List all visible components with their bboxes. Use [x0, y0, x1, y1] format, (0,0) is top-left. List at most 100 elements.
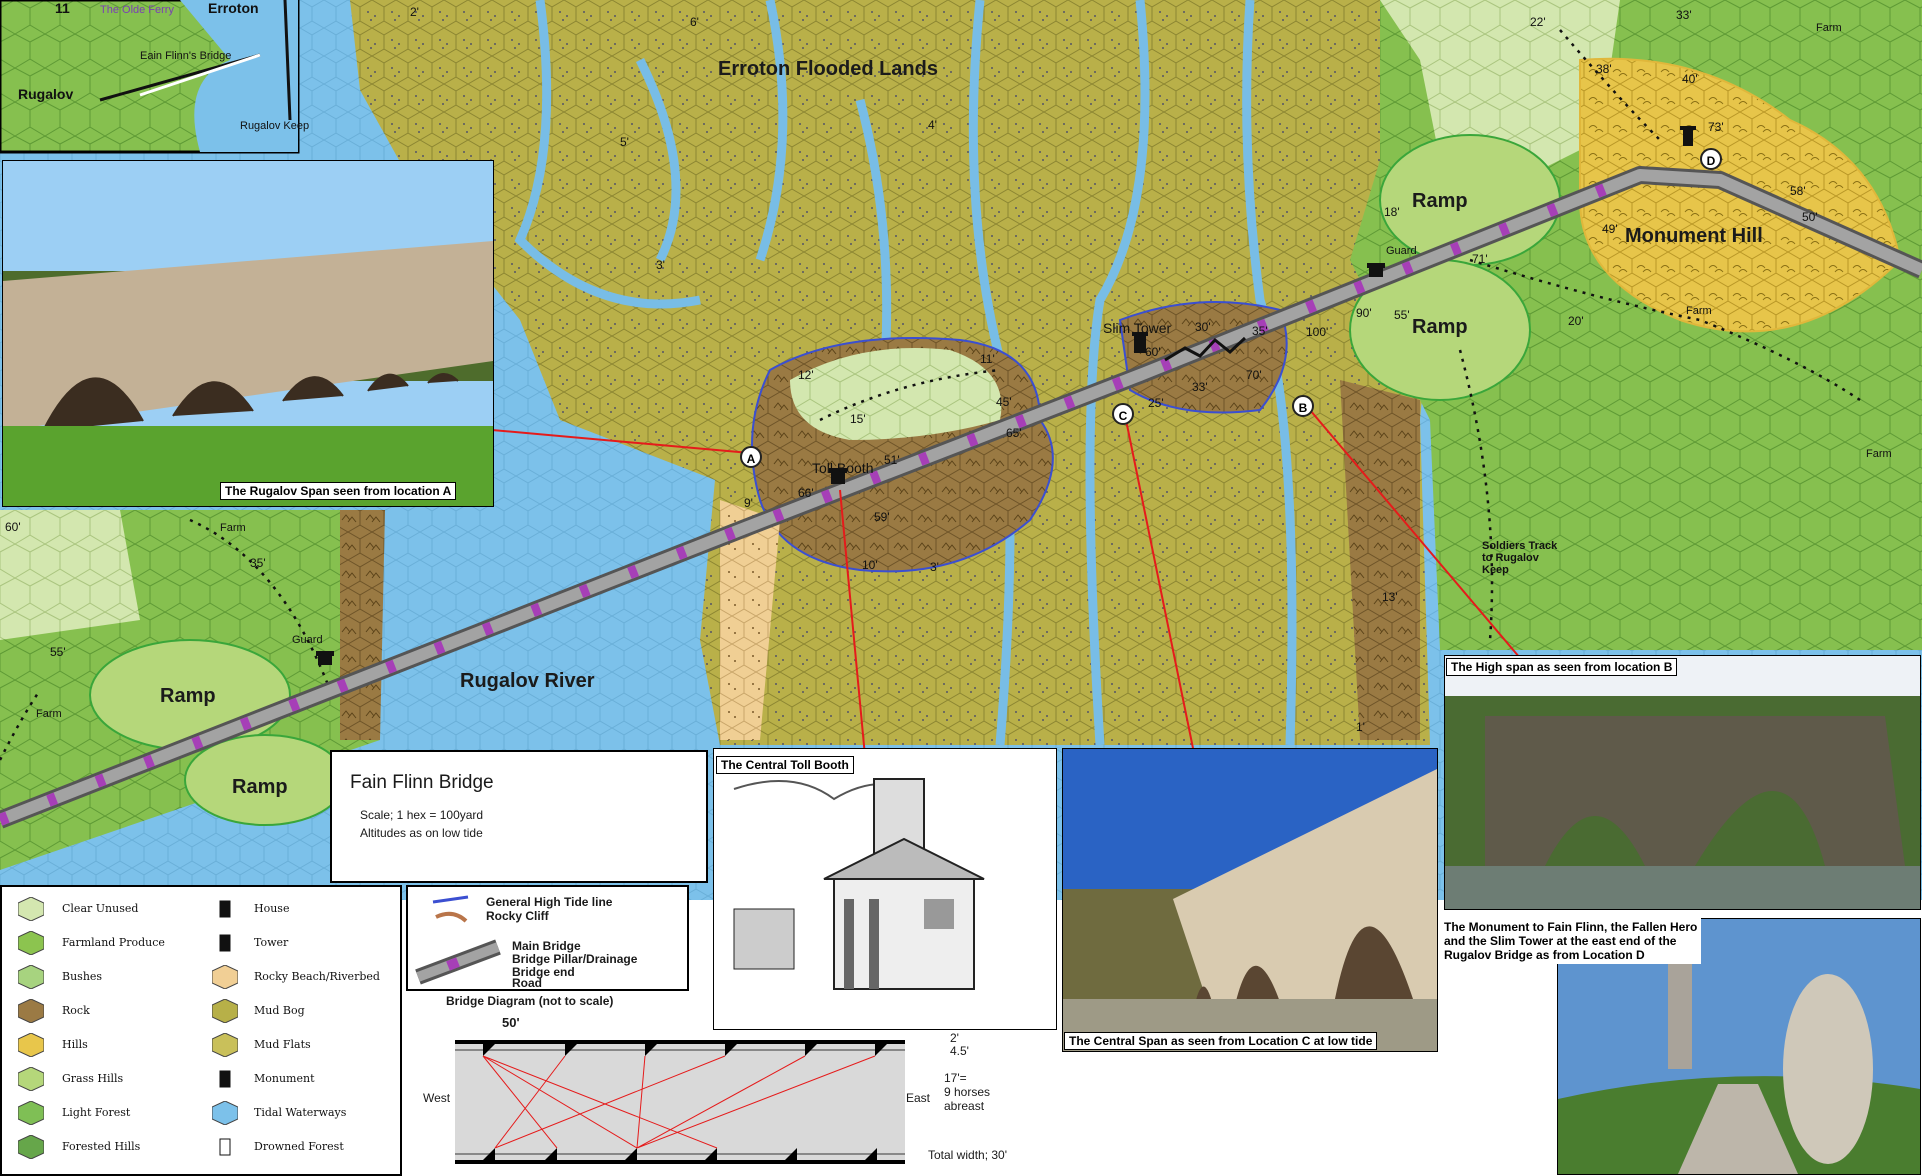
- photo-toll-booth: [713, 748, 1057, 1030]
- inset-bridge-label: Eain Flinn's Bridge: [140, 50, 232, 62]
- monument-icon: [219, 1070, 231, 1088]
- altitude: 40': [1682, 72, 1698, 86]
- inset-bridge: [139, 53, 261, 97]
- central-island-clear: [790, 348, 1002, 440]
- pointer-toll: [839, 489, 866, 757]
- altitude: 11': [980, 352, 995, 366]
- legend-label-terrain: Light Forest: [62, 1106, 131, 1119]
- diagram-title: Bridge Diagram (not to scale): [446, 994, 614, 1008]
- diagram-east: East: [906, 1091, 931, 1105]
- guard-house-icon-sw: [316, 651, 334, 665]
- inset-erroton-label: Erroton: [208, 0, 259, 16]
- altitude: 18': [1384, 205, 1400, 219]
- altitude: 60': [1145, 345, 1161, 359]
- altitude: 71': [1472, 252, 1488, 266]
- photo-central-span: [1062, 748, 1438, 1052]
- monument-hill-label: Monument Hill: [1625, 225, 1763, 247]
- farm-label-3: Farm: [1816, 22, 1842, 34]
- legend-swatch-feature: [212, 999, 238, 1023]
- diagram-dim-17: 17'=: [944, 1071, 967, 1085]
- toll-booth-label: Toll Booth: [812, 460, 874, 476]
- legend-swatch-feature: [212, 965, 238, 989]
- farm-label-4: Farm: [1686, 305, 1712, 317]
- altitude: 13': [1382, 590, 1398, 604]
- altitude: 65': [1006, 426, 1022, 440]
- legend-road: Road: [512, 976, 542, 990]
- altitude: 55': [1394, 308, 1410, 322]
- legend-label-feature: Tower: [254, 936, 289, 949]
- altitude: 55': [50, 645, 66, 659]
- photo-rugalov-span-image: [3, 161, 493, 506]
- diagram-dim-horses: 9 horses: [944, 1085, 991, 1099]
- legend-label-feature: Rocky Beach/Riverbed: [254, 970, 380, 983]
- caption-d-line3b: as from Location D: [1536, 948, 1645, 962]
- map-altitudes-note: Altitudes as on low tide: [360, 826, 483, 840]
- diagram-west: West: [423, 1091, 451, 1105]
- legend-swatch-terrain: [18, 1101, 44, 1125]
- altitude: 100': [1306, 325, 1329, 339]
- altitude: 35': [250, 556, 266, 570]
- legend-label-feature: Mud Bog: [254, 1004, 305, 1017]
- inset-keep-label: Rugalov Keep: [240, 120, 310, 132]
- location-marker-b[interactable]: B: [1292, 395, 1314, 417]
- diagram-total-width: Total width; 30': [928, 1148, 1008, 1162]
- altitude: 59': [874, 510, 890, 524]
- altitude: 9': [744, 496, 753, 510]
- location-marker-a[interactable]: A: [740, 446, 762, 468]
- legend-swatch-feature: [212, 1101, 238, 1125]
- pointer-c: [1124, 414, 1196, 759]
- legend-label-terrain: Clear Unused: [62, 902, 139, 915]
- altitude: 2': [410, 5, 419, 19]
- altitude: 51': [884, 453, 900, 467]
- road-line: [0, 29, 1861, 761]
- caption-b: The High span as seen from location B: [1446, 658, 1678, 676]
- photo-high-span: [1444, 655, 1921, 910]
- altitude: 3': [930, 560, 939, 574]
- pointer-b: [1309, 409, 1521, 659]
- altitude: 45': [996, 395, 1012, 409]
- legend-swatch-terrain: [18, 1135, 44, 1159]
- caption-d: The Monument to Fain Flinn, the Fallen H…: [1440, 918, 1702, 964]
- legend-label-feature: Mud Flats: [254, 1038, 311, 1051]
- east-light-fields: [1380, 0, 1620, 180]
- legend-swatch-terrain: [18, 931, 44, 955]
- legend-lines-svg: [415, 895, 501, 985]
- location-marker-c[interactable]: C: [1112, 403, 1134, 425]
- altitude: 20': [1568, 314, 1584, 328]
- farm-label-5: Farm: [1866, 448, 1892, 460]
- altitude: 15': [850, 412, 866, 426]
- southwest-light: [0, 510, 140, 640]
- legend-label-feature: Tidal Waterways: [254, 1106, 347, 1119]
- altitude: 49': [1602, 222, 1618, 236]
- legend-swatch-feature: [212, 1033, 238, 1057]
- tree-icon: [219, 1138, 231, 1156]
- legend-swatch-terrain: [18, 1033, 44, 1057]
- legend-swatch-terrain: [18, 897, 44, 921]
- photo-rugalov-span: [2, 160, 494, 507]
- altitude: 33': [1192, 380, 1208, 394]
- altitude: 22': [1530, 15, 1546, 29]
- inset-rugalov-label: Rugalov: [18, 86, 74, 102]
- altitude: 30': [1195, 320, 1211, 334]
- inset-eleven-label: 11: [55, 0, 70, 16]
- altitude: 6': [690, 15, 699, 29]
- slim-tower-icon: [1132, 332, 1148, 353]
- photo-toll-booth-image: [714, 749, 1056, 1029]
- legend-label-feature: House: [254, 902, 290, 915]
- location-marker-d[interactable]: D: [1700, 148, 1722, 170]
- altitude: 70': [1246, 368, 1262, 382]
- legend-swatch-terrain: [18, 1067, 44, 1091]
- caption-d-line3: Rugalov Bridge as from Location D: [1444, 948, 1697, 962]
- ramp-label-2: Ramp: [1412, 316, 1468, 338]
- map-scale: Scale; 1 hex = 100yard: [360, 808, 484, 822]
- legend-swatch-terrain: [18, 965, 44, 989]
- legend-bridge-pillar: Bridge Pillar/Drainage: [512, 952, 638, 966]
- toll-booth-icon: [829, 468, 847, 484]
- diagram-span: 50': [502, 1015, 520, 1030]
- ramp-label-3: Ramp: [160, 685, 216, 707]
- river-label: Rugalov River: [460, 670, 595, 692]
- main-bridge-deck: [0, 169, 1922, 826]
